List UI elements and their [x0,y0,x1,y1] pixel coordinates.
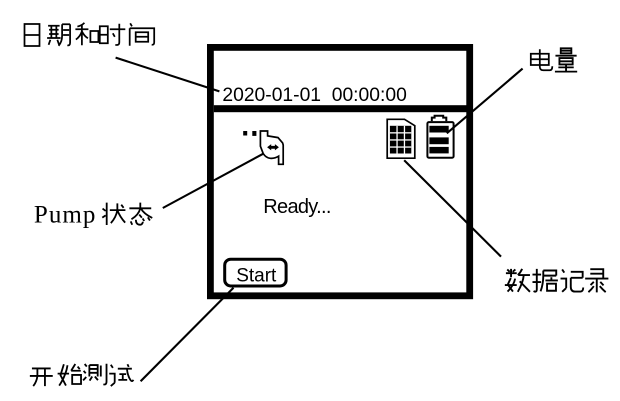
svg-text:Pump: Pump [34,202,97,229]
svg-text:2020-01-01 00:00:00: 2020-01-01 00:00:00 [222,85,406,106]
svg-text:Start: Start [236,265,277,286]
svg-text:Ready...: Ready... [263,196,330,218]
